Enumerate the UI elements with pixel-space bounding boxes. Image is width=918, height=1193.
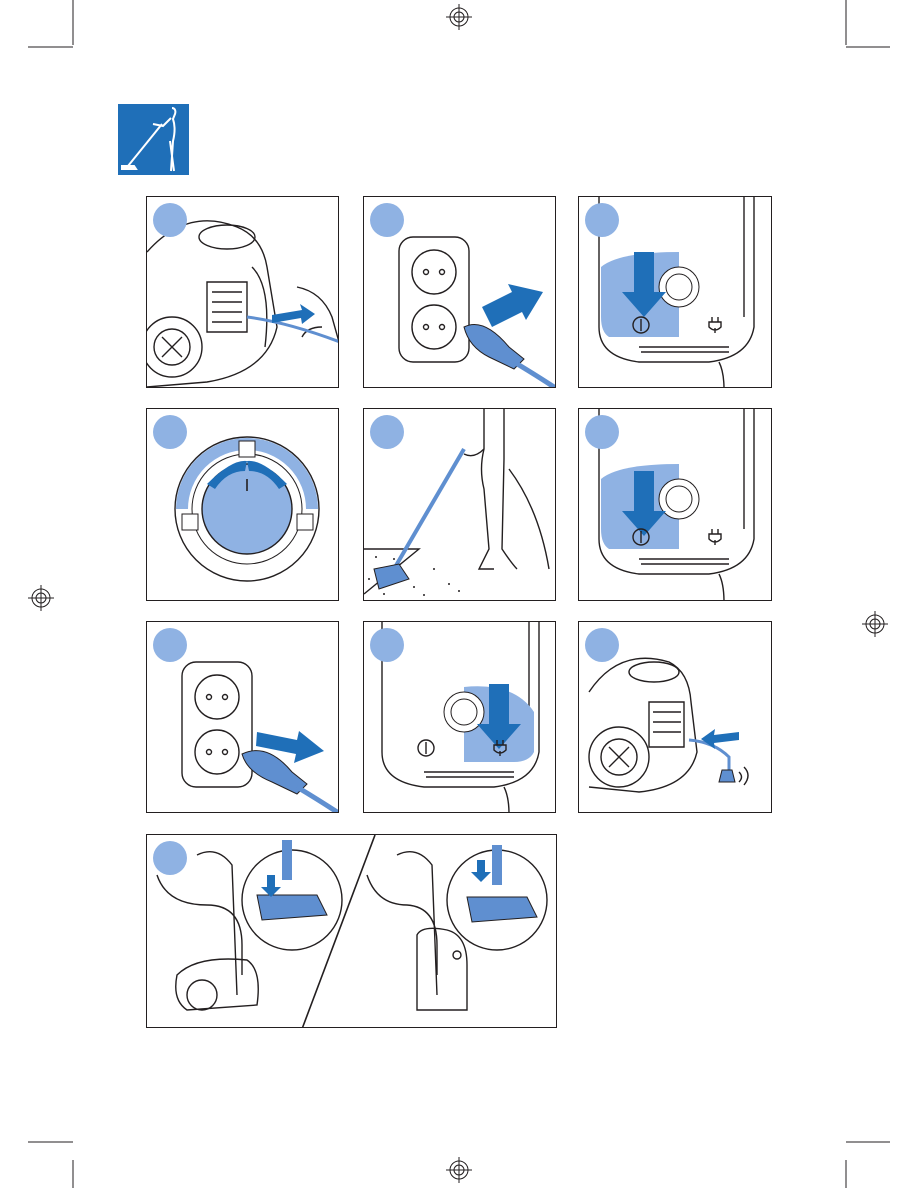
plug-symbol-icon xyxy=(709,529,721,545)
step-4-badge xyxy=(153,415,187,449)
step-4-panel xyxy=(146,408,339,601)
step-10-badge xyxy=(153,841,187,875)
step-3-panel xyxy=(578,196,772,388)
power-symbol-icon xyxy=(418,740,434,756)
step-2-badge xyxy=(370,203,404,237)
step-7-panel xyxy=(146,621,339,813)
registration-mark-bottom xyxy=(446,1157,472,1183)
step-1-badge xyxy=(153,203,187,237)
step-8-badge xyxy=(370,628,404,662)
parking-illustration xyxy=(147,835,557,1028)
step-9-badge xyxy=(585,628,619,662)
step-2-panel xyxy=(363,196,556,388)
registration-mark-right xyxy=(862,611,888,637)
step-3-badge xyxy=(585,203,619,237)
step-7-badge xyxy=(153,628,187,662)
registration-mark-left xyxy=(28,585,54,611)
plug-symbol-icon xyxy=(709,317,721,333)
step-8-panel xyxy=(363,621,556,813)
step-6-badge xyxy=(585,415,619,449)
step-5-panel xyxy=(363,408,556,601)
step-6-panel xyxy=(578,408,772,601)
step-10-panel xyxy=(146,834,557,1028)
carpet-icon xyxy=(297,514,313,530)
step-5-badge xyxy=(370,415,404,449)
max-power-icon xyxy=(239,441,255,457)
vacuum-cleaning-person-icon xyxy=(118,104,189,175)
step-9-panel xyxy=(578,621,772,813)
step-1-panel xyxy=(146,196,339,388)
registration-mark-top xyxy=(446,4,472,30)
upholstery-icon xyxy=(182,514,198,530)
